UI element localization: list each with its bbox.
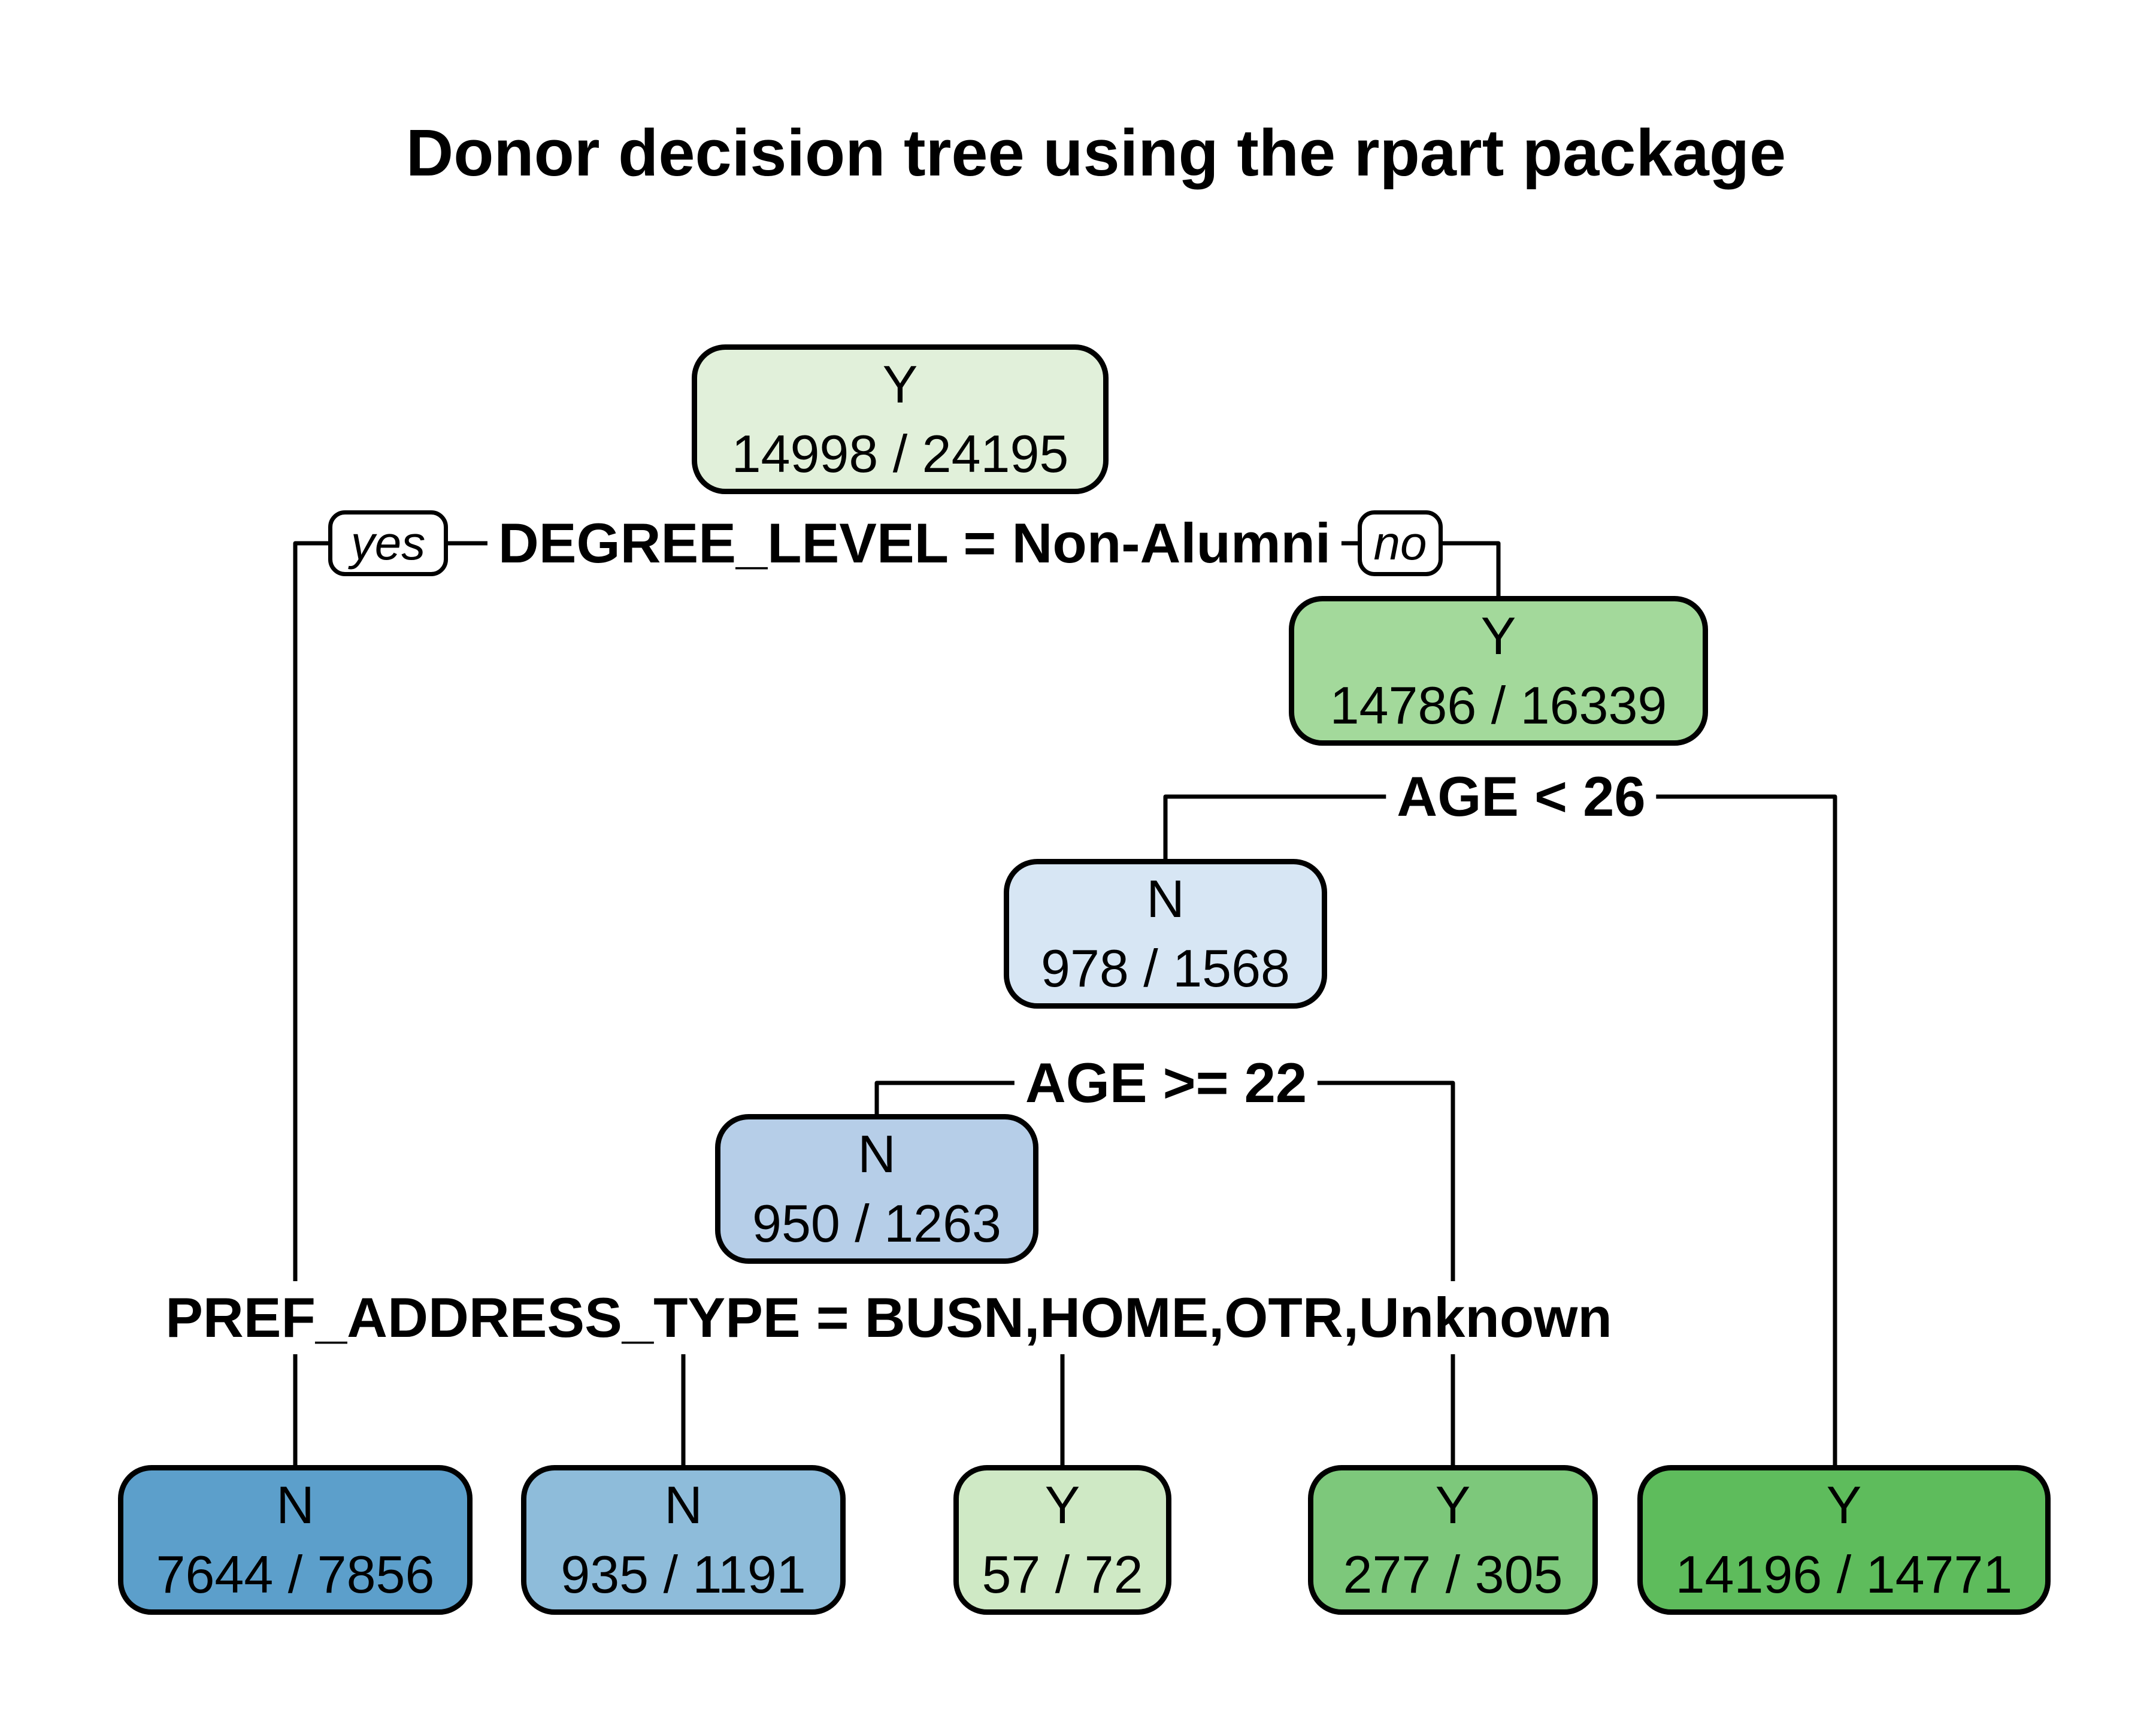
- node-stats: 7644 / 7856: [156, 1545, 435, 1604]
- node-stats: 978 / 1568: [1041, 939, 1290, 998]
- split-label-age-26: AGE < 26: [1386, 760, 1657, 833]
- node-stats: 14998 / 24195: [731, 424, 1069, 483]
- node-stats: 935 / 1191: [561, 1545, 806, 1604]
- leaf-age-26-plus: Y 14196 / 14771: [1637, 1465, 2051, 1615]
- node-class: N: [664, 1475, 702, 1535]
- leaf-pref-address-no: Y 57 / 72: [953, 1465, 1171, 1615]
- leaf-non-alumni: N 7644 / 7856: [118, 1465, 473, 1615]
- node-stats: 277 / 305: [1343, 1545, 1563, 1604]
- split-label-pref-address: PREF_ADDRESS_TYPE = BUSN,HOME,OTR,Unknow…: [155, 1281, 1623, 1354]
- split-label-degree-level: DEGREE_LEVEL = Non-Alumni: [487, 507, 1342, 580]
- node-class: N: [276, 1475, 314, 1535]
- node-class: Y: [1480, 606, 1516, 665]
- node-class: Y: [1826, 1475, 1862, 1535]
- page-title: Donor decision tree using the rpart pack…: [405, 116, 1786, 190]
- leaf-pref-address-yes: N 935 / 1191: [521, 1465, 846, 1615]
- node-age-22-plus: N 950 / 1263: [715, 1114, 1038, 1264]
- yes-badge: yes: [328, 510, 448, 576]
- node-class: N: [1146, 868, 1185, 928]
- node-age-under-26: N 978 / 1568: [1004, 859, 1327, 1009]
- node-non-alumni-no: Y 14786 / 16339: [1289, 596, 1708, 746]
- node-stats: 14786 / 16339: [1330, 676, 1667, 735]
- node-class: N: [858, 1124, 896, 1184]
- node-class: Y: [882, 354, 918, 414]
- leaf-age-under-22: Y 277 / 305: [1308, 1465, 1598, 1615]
- no-badge: no: [1358, 510, 1443, 576]
- node-stats: 14196 / 14771: [1675, 1545, 2013, 1604]
- node-stats: 950 / 1263: [752, 1194, 1001, 1253]
- node-stats: 57 / 72: [982, 1545, 1143, 1604]
- node-class: Y: [1044, 1475, 1080, 1535]
- node-class: Y: [1435, 1475, 1471, 1535]
- node-root: Y 14998 / 24195: [692, 344, 1109, 494]
- split-label-age-22: AGE >= 22: [1014, 1046, 1318, 1119]
